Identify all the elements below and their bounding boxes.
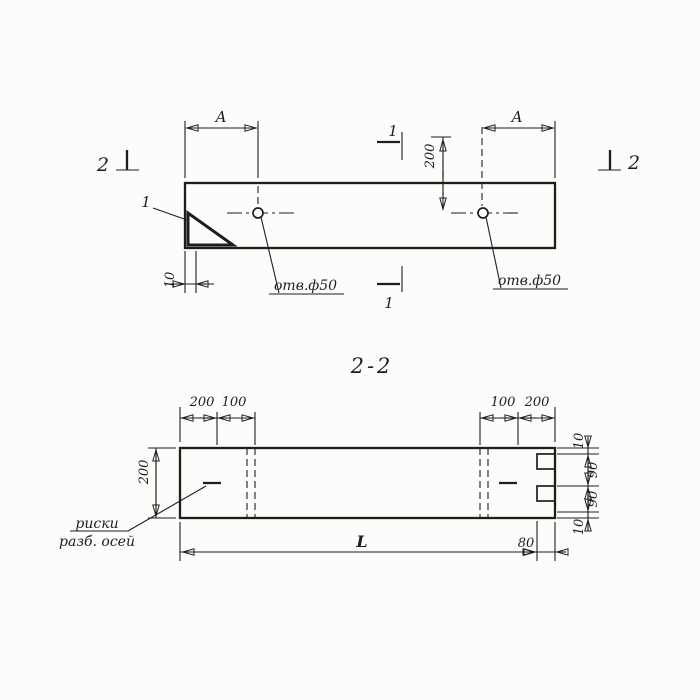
top-view: 1 A A 2 2 [96, 108, 640, 312]
dims-bottom: L 80 [179, 521, 566, 561]
section-outline [178, 446, 557, 520]
dim-200-label: 200 [423, 144, 438, 170]
end-notch-upper [536, 453, 556, 470]
hole-callout-left: отв.ф50 [260, 216, 344, 295]
dim-10-gusset: 10 [163, 251, 214, 293]
dim-80-label: 80 [518, 536, 535, 551]
axes-note: риски разб. осей [59, 485, 207, 550]
section-mark-1-top: 1 [377, 122, 403, 160]
dim-90-lower-label: 90 [586, 491, 601, 508]
axes-note-line1: риски [75, 516, 118, 532]
dim-100-top-left-label: 100 [222, 395, 247, 410]
dim-height-200-label: 200 [137, 460, 152, 486]
hole-left [252, 207, 264, 219]
dim-10-top-label: 10 [572, 433, 587, 450]
section-mark-2-left: 2 [96, 150, 139, 176]
dims-right-chain: 10 90 90 10 [557, 433, 601, 536]
hole-label-right: отв.ф50 [498, 273, 561, 289]
section-1-top-label: 1 [388, 122, 398, 140]
dims-top-right: 100 200 [479, 395, 556, 445]
hole-label-left: отв.ф50 [274, 278, 337, 294]
dims-top-left: 200 100 [179, 395, 256, 445]
section-2-left-label: 2 [96, 154, 109, 176]
section-1-bottom-label: 1 [384, 294, 394, 312]
corner-gusset [186, 210, 238, 247]
hole-right [477, 207, 489, 219]
section-view: 200 100 100 200 200 [59, 395, 601, 561]
section-mark-1-bottom: 1 [377, 266, 403, 312]
beam-outline [183, 181, 557, 250]
dim-a-left: A [184, 108, 259, 206]
dim-100-top-right-label: 100 [491, 395, 516, 410]
end-notch-lower [536, 485, 556, 502]
dim-height-200: 200 [137, 447, 176, 519]
dim-a-left-label: A [214, 108, 227, 126]
section-2-right-label: 2 [627, 152, 640, 174]
section-mark-2-right: 2 [598, 150, 640, 174]
dim-200-top-left-label: 200 [189, 395, 215, 410]
hole-callout-right: отв.ф50 [485, 216, 568, 290]
dim-a-right-label: A [510, 108, 523, 126]
dim-length-label: L [355, 532, 367, 551]
dim-200-hole-axis: 200 [423, 136, 451, 211]
dim-10-label: 10 [163, 272, 178, 289]
dim-200-top-right-label: 200 [524, 395, 550, 410]
detail-callout-label: 1 [141, 193, 151, 211]
axes-note-line2: разб. осей [59, 534, 135, 550]
dim-a-right: A [481, 108, 556, 206]
dim-90-upper-label: 90 [586, 462, 601, 479]
section-title: 2-2 [350, 354, 394, 378]
dim-10-bottom-label: 10 [572, 519, 587, 536]
